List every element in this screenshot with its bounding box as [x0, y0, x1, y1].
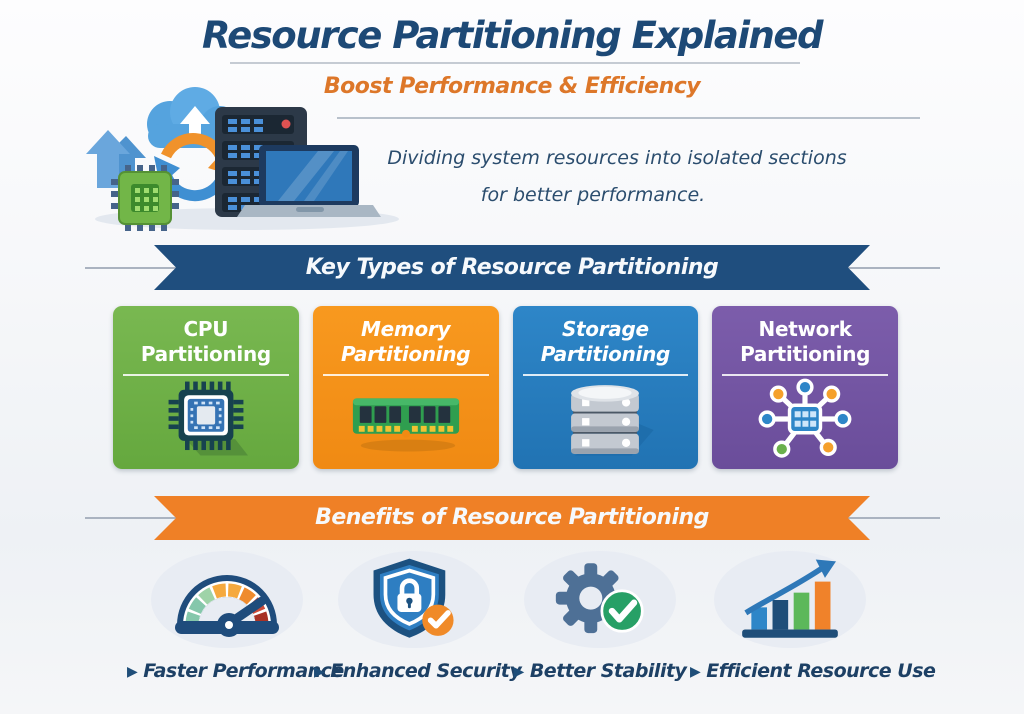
card-title-line-1: Network — [758, 317, 852, 341]
description-line-1: Dividing system resources into isolated … — [387, 147, 847, 169]
benefit-faster-performance: ▶Faster Performance — [127, 551, 344, 682]
triangle-bullet-icon: ▶ — [513, 664, 525, 680]
laptop-icon — [237, 145, 381, 217]
cpu-chip-icon — [113, 376, 299, 462]
network-nodes-icon — [712, 376, 898, 462]
benefit-bubble — [524, 551, 676, 648]
hero-illustration — [82, 84, 407, 232]
card-title-line-2: Partitioning — [540, 342, 671, 366]
cpu-chip-icon — [111, 165, 179, 231]
card-divider — [123, 374, 289, 376]
card-title: CPU Partitioning — [113, 306, 299, 367]
benefit-bubble — [714, 551, 866, 648]
benefit-bubble — [338, 551, 490, 648]
storage-stack-icon — [513, 376, 699, 462]
description-line-2: for better performance. — [480, 184, 706, 206]
card-title: Network Partitioning — [712, 306, 898, 367]
benefit-efficient-resource-use: ▶Efficient Resource Use — [690, 551, 936, 682]
hero-graphic — [86, 87, 399, 231]
page-title: Resource Partitioning Explained — [202, 14, 823, 57]
card-divider — [522, 374, 689, 376]
page-subtitle: Boost Performance & Efficiency — [323, 74, 701, 99]
card-storage-partitioning: Storage Partitioning — [512, 306, 699, 469]
triangle-bullet-icon: ▶ — [690, 664, 701, 680]
benefit-label: ▶Enhanced Security — [314, 660, 522, 682]
shield-lock-check-icon — [373, 558, 454, 638]
intro-description: Dividing system resources into isolated … — [382, 140, 852, 214]
benefit-better-stability: ▶Better Stability — [500, 551, 700, 682]
card-title-line-2: Partitioning — [740, 342, 871, 366]
growth-bars-arrow-icon — [742, 559, 838, 638]
benefit-label: ▶Better Stability — [513, 660, 687, 682]
speedometer-icon — [175, 574, 279, 637]
key-types-cards-row: CPU Partitioning — [113, 306, 898, 469]
triangle-bullet-icon: ▶ — [127, 664, 138, 680]
card-cpu-partitioning: CPU Partitioning — [113, 306, 299, 469]
benefit-label: ▶Faster Performance — [127, 660, 344, 682]
card-title-line-1: CPU — [183, 317, 229, 341]
title-underline — [230, 62, 800, 64]
benefit-label: ▶Efficient Resource Use — [690, 660, 936, 682]
card-title-line-2: Partitioning — [340, 342, 471, 366]
subtitle-underline — [337, 117, 920, 119]
benefit-enhanced-security: ▶Enhanced Security — [314, 551, 522, 682]
benefit-bubble — [151, 551, 303, 648]
benefits-banner: Benefits of Resource Partitioning — [154, 496, 870, 540]
card-title-line-1: Memory — [361, 317, 451, 341]
card-title: Memory Partitioning — [313, 306, 499, 367]
gear-check-icon — [555, 562, 644, 633]
card-divider — [322, 374, 489, 376]
up-arrows-icon — [86, 130, 146, 188]
card-title-line-2: Partitioning — [140, 342, 271, 366]
key-types-banner: Key Types of Resource Partitioning — [154, 245, 870, 290]
card-divider — [722, 374, 888, 376]
card-memory-partitioning: Memory Partitioning — [312, 306, 499, 469]
triangle-bullet-icon: ▶ — [314, 664, 325, 680]
card-network-partitioning: Network Partitioning — [712, 306, 898, 469]
ram-module-icon — [313, 376, 499, 462]
card-title-line-1: Storage — [561, 317, 649, 341]
card-title: Storage Partitioning — [513, 306, 699, 367]
